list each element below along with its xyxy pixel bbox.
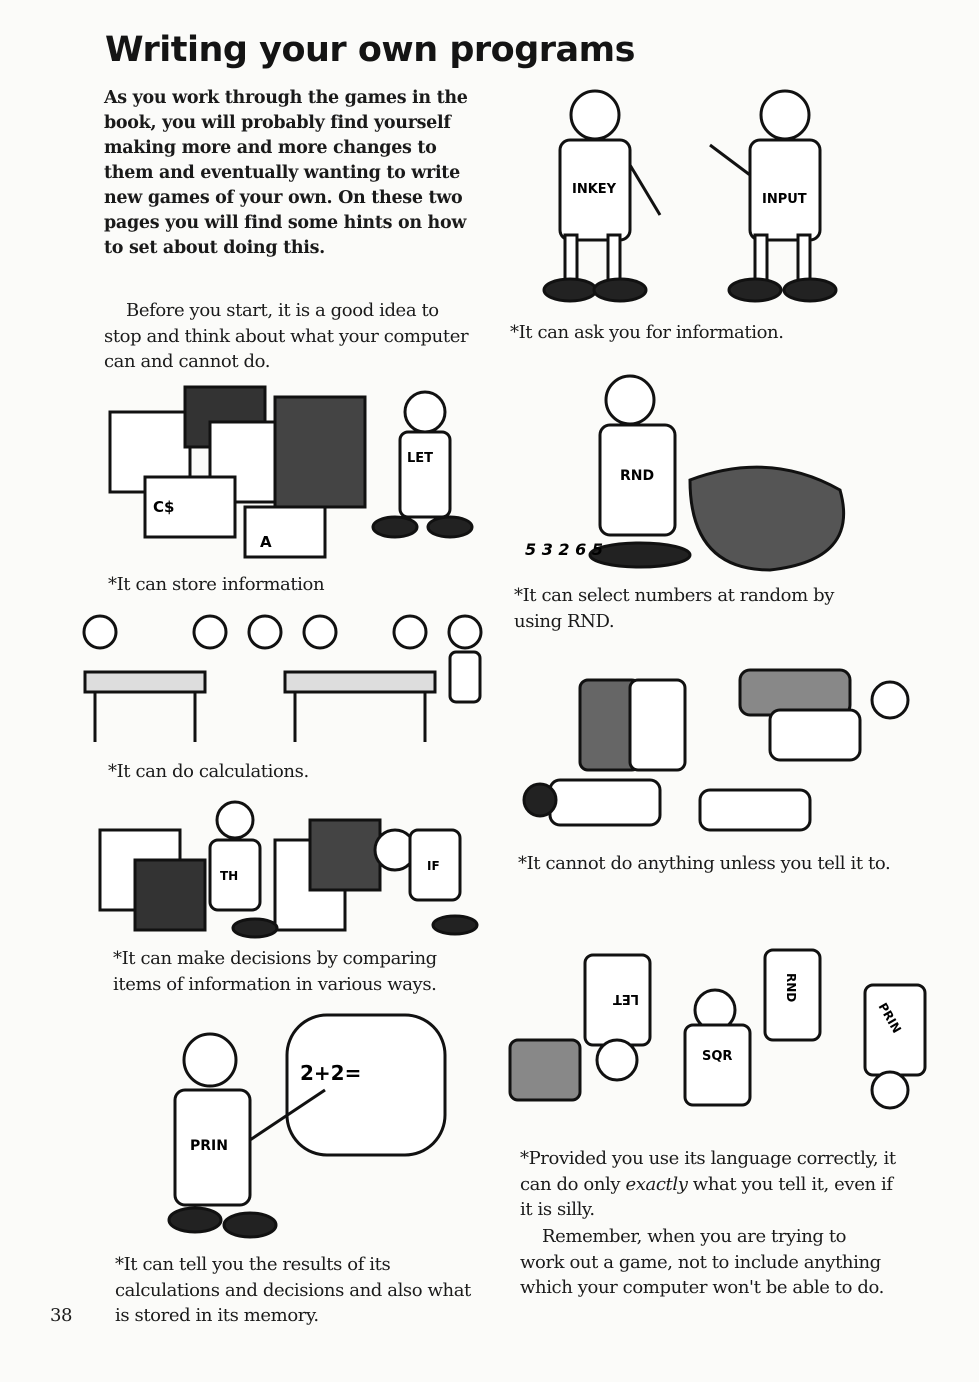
inkey-label: INKEY [572, 182, 617, 197]
provided-text-start: *Provided you use its language correctly… [520, 1148, 896, 1195]
calculation-robots-illustration [82, 614, 483, 742]
page-title: Writing your own programs [105, 30, 635, 70]
board-sum: 2+2= [300, 1061, 361, 1085]
intro-paragraph: As you work through the games in the boo… [104, 88, 468, 258]
caption-cannot: *It cannot do anything unless you tell i… [518, 853, 891, 874]
rnd-label: RND [620, 468, 654, 484]
before-paragraph: Before you start, it is a good idea to s… [104, 300, 469, 372]
if-label: IF [427, 859, 440, 873]
provided-text-end: what you tell it, even if it is silly. [520, 1173, 893, 1221]
caption-random: *It can select numbers at random by usin… [514, 585, 834, 632]
prin-label: PRIN [190, 1138, 228, 1154]
caption-store: *It can store information [108, 574, 325, 595]
caption-ask: *It can ask you for information. [510, 322, 784, 343]
provided-emphasis: exactly [625, 1173, 688, 1195]
upside-down-robots-illustration: LET SQR RND PRIN [508, 948, 927, 1110]
let-upside-label: LET [613, 991, 639, 1006]
remember-paragraph: Remember, when you are trying to work ou… [520, 1226, 884, 1298]
a-label: A [260, 533, 272, 551]
caption-provided: *Provided you use its language correctly… [520, 1146, 900, 1223]
caption-calculations: *It can do calculations. [108, 761, 309, 782]
store-boxes-illustration: C$ A LET [108, 385, 474, 559]
rnd-side-label: RND [784, 973, 798, 1002]
caption-tell: *It can tell you the results of its calc… [115, 1254, 471, 1326]
th-label: TH [220, 869, 238, 883]
sqr-label: SQR [702, 1049, 732, 1064]
inkey-input-robots-illustration: INKEY INPUT [542, 89, 838, 303]
cs-label: C$ [153, 498, 174, 516]
rnd-robot-illustration: RND 5 3 2 6 5 [525, 374, 846, 572]
caption-decisions: *It can make decisions by comparing item… [113, 948, 437, 995]
print-robot-illustration: PRIN 2+2= [167, 1013, 447, 1239]
let-label: LET [407, 451, 433, 466]
decision-robots-illustration: TH IF [98, 800, 479, 939]
input-label: INPUT [762, 192, 807, 207]
fallen-robots-illustration [522, 668, 910, 832]
random-numbers: 5 3 2 6 5 [525, 540, 603, 559]
page-number: 38 [50, 1305, 73, 1326]
